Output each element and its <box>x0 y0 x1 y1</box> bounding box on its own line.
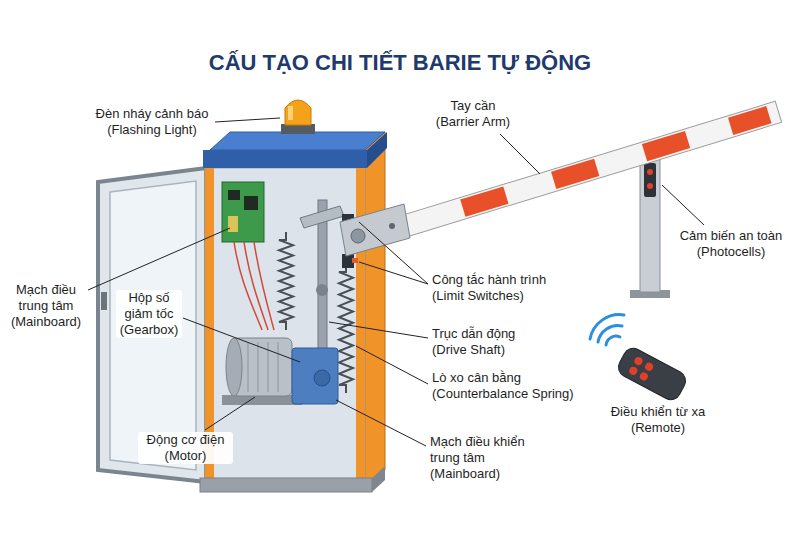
barrier-arm <box>460 186 508 216</box>
leader-line <box>500 134 540 174</box>
cabinet-body <box>200 478 372 492</box>
mainboard-pcb <box>234 242 274 330</box>
leader-line <box>356 346 428 384</box>
part-label: Công tắc hành trình (Limit Switches) <box>432 272 564 304</box>
cabinet-door <box>101 292 107 310</box>
part-label: Mạch điều khiển trung tâm (Mainboard) <box>430 434 555 482</box>
arm-bracket <box>340 204 410 256</box>
flashing-light <box>281 100 315 134</box>
cabinet-body <box>372 466 385 492</box>
part-label: Điều khiển từ xa (Remote) <box>598 404 718 436</box>
motor <box>226 338 242 396</box>
remote-control <box>638 371 649 382</box>
barrier-arm <box>369 101 782 246</box>
remote-control <box>615 345 689 403</box>
arm-bracket <box>340 204 410 256</box>
counterbalance-spring <box>339 264 353 393</box>
drive-shaft <box>316 284 328 296</box>
photocell-post <box>644 163 656 197</box>
mainboard-pcb <box>222 182 264 242</box>
photocell-post <box>630 146 670 298</box>
gearbox <box>292 348 338 404</box>
mainboard-pcb <box>228 216 238 232</box>
cabinet-cap <box>203 132 387 168</box>
drive-shaft <box>300 206 344 228</box>
mainboard-pcb <box>228 190 240 200</box>
barrier-arm <box>551 159 599 189</box>
leader-line <box>359 222 428 284</box>
flashing-light <box>285 100 311 125</box>
gearbox <box>314 370 330 386</box>
arm-bracket <box>351 229 365 243</box>
cabinet-cap <box>203 150 367 168</box>
leader-line <box>205 397 255 430</box>
remote-signal <box>590 315 624 345</box>
leader-line <box>662 185 704 225</box>
remote-control <box>633 356 644 367</box>
remote-signal <box>606 336 620 345</box>
part-label: Hộp số giảm tốc (Gearbox) <box>116 290 182 338</box>
part-label: Lò xo cân bằng (Counterbalance Spring) <box>432 370 587 402</box>
arm-bracket <box>389 223 395 229</box>
motor <box>248 342 278 392</box>
cabinet-cap <box>367 132 387 168</box>
part-label: Tay cần (Barrier Arm) <box>428 98 518 130</box>
cabinet-door <box>110 181 196 470</box>
flashing-light <box>288 106 293 120</box>
gearbox <box>292 348 338 404</box>
remote-control <box>644 361 655 372</box>
barrier-arm <box>728 106 772 135</box>
barrier-arm <box>369 101 782 246</box>
part-label: Đèn nháy cảnh báo (Flashing Light) <box>90 106 214 138</box>
leader-line <box>215 118 280 122</box>
remote-control <box>628 365 639 376</box>
leader-line <box>88 118 704 446</box>
leader-line <box>183 318 300 362</box>
leader-line <box>336 400 426 446</box>
mainboard-pcb <box>244 196 258 210</box>
remote-signal <box>590 315 624 339</box>
part-label: Cảm biến an toàn (Photocells) <box>670 228 792 260</box>
cabinet-body <box>365 132 385 488</box>
part-label: Mạch điều trung tâm (Mainboard) <box>6 282 86 330</box>
barrier-arm <box>642 131 690 161</box>
leader-line <box>359 262 428 284</box>
diagram-title: CẤU TẠO CHI TIẾT BARIE TỰ ĐỘNG <box>0 50 800 76</box>
photocell-post <box>647 169 653 175</box>
photocell-post <box>640 150 660 292</box>
limit-switch <box>352 258 358 263</box>
leader-line <box>329 322 428 338</box>
part-label: Trục dẫn động (Drive Shaft) <box>432 326 532 358</box>
cabinet-cap <box>210 132 385 150</box>
remote-signal <box>598 326 622 342</box>
mainboard-pcb <box>222 182 274 330</box>
leader-line <box>88 228 230 290</box>
photocell-post <box>647 183 653 189</box>
part-label: Động cơ điện (Motor) <box>138 432 233 464</box>
remote-control <box>615 345 689 403</box>
counterbalance-spring <box>279 232 293 330</box>
